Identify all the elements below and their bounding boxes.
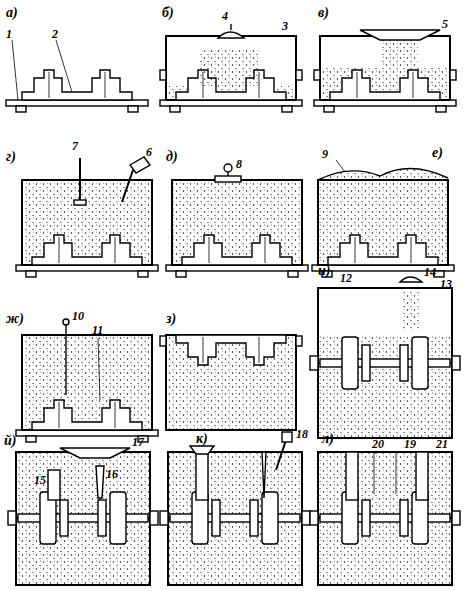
panel-letter: е) bbox=[432, 146, 443, 160]
callout-number: 16 bbox=[106, 468, 118, 480]
callout-number: 18 bbox=[296, 428, 308, 440]
callout-number: 2 bbox=[52, 28, 58, 40]
panel-letter: в) bbox=[318, 6, 329, 20]
panel-letter: л) bbox=[322, 432, 334, 446]
panel-letter: й) bbox=[4, 434, 16, 448]
panel-letter: а) bbox=[6, 6, 18, 20]
panel-letter: ж) bbox=[6, 312, 24, 326]
callout-number: 1 bbox=[6, 28, 12, 40]
callout-number: 9 bbox=[322, 148, 328, 160]
callout-number: 7 bbox=[72, 140, 78, 152]
panel-letter: и) bbox=[318, 264, 330, 278]
callout-number: 19 bbox=[404, 438, 416, 450]
callout-number: 5 bbox=[442, 18, 448, 30]
panel-letter: з) bbox=[166, 312, 176, 326]
panel-letter: б) bbox=[162, 6, 174, 20]
callout-number: 8 bbox=[236, 158, 242, 170]
panel-letter: к) bbox=[196, 432, 208, 446]
callout-number: 21 bbox=[436, 438, 448, 450]
callout-number: 20 bbox=[372, 438, 384, 450]
callout-number: 10 bbox=[72, 310, 84, 322]
callout-number: 14 bbox=[424, 266, 436, 278]
callout-number: 17 bbox=[132, 436, 144, 448]
callout-number: 4 bbox=[222, 10, 228, 22]
callout-number: 11 bbox=[92, 324, 103, 336]
callout-number: 6 bbox=[146, 146, 152, 158]
callout-number: 13 bbox=[440, 278, 452, 290]
panel-letter: г) bbox=[6, 150, 16, 164]
callout-number: 3 bbox=[282, 20, 288, 32]
callout-number: 12 bbox=[340, 272, 352, 284]
panel-letter: д) bbox=[166, 150, 178, 164]
callout-number: 15 bbox=[34, 474, 46, 486]
